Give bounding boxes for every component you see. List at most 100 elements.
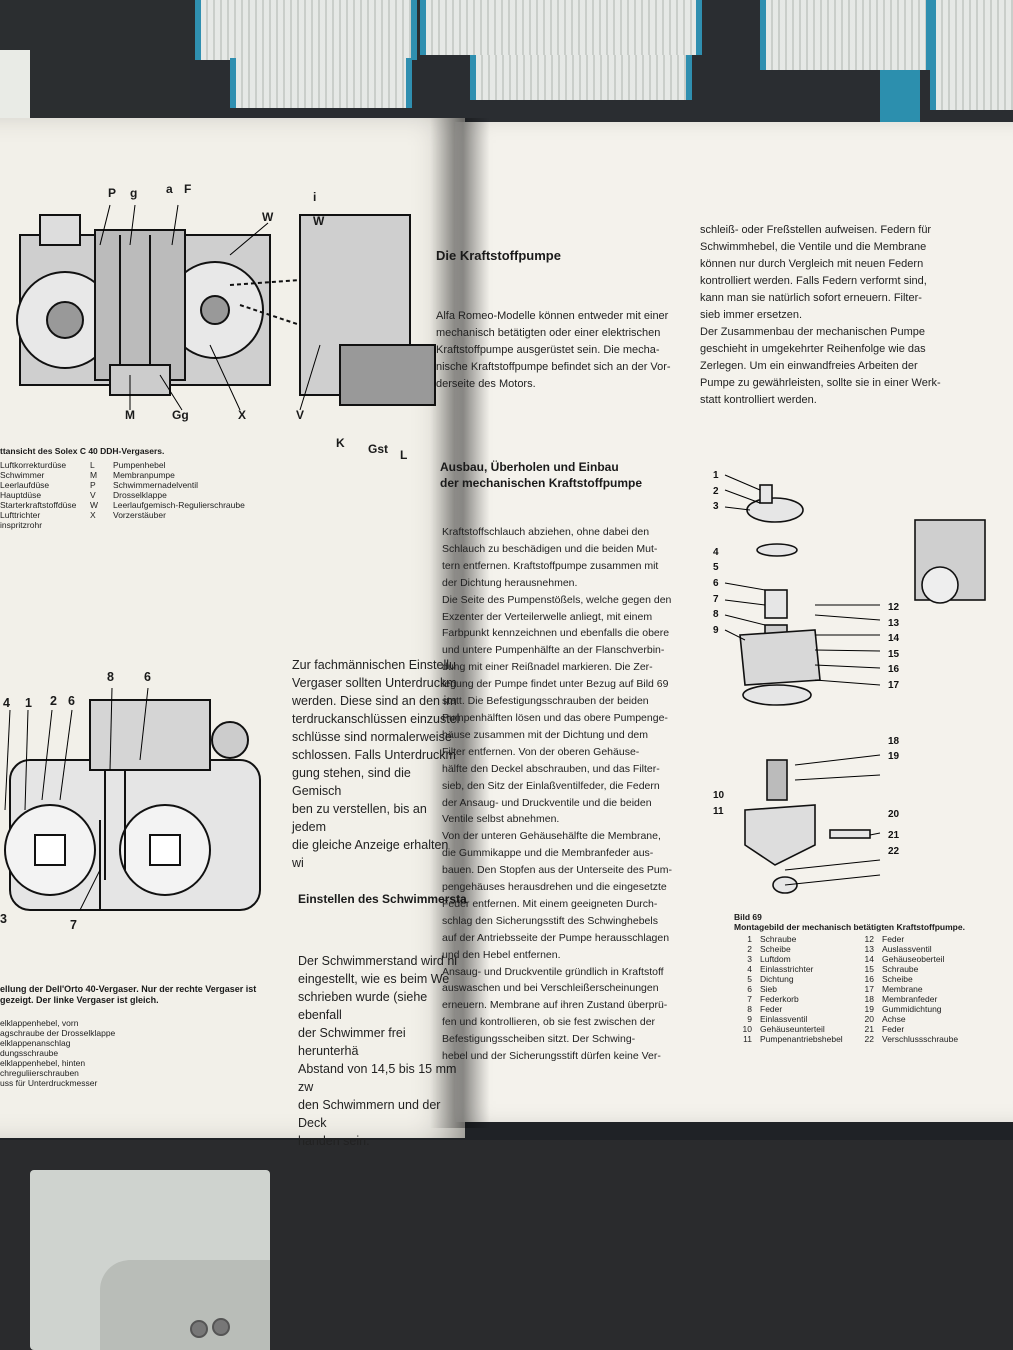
text-line: kann man sie natürlich sofort erneuern. …	[700, 292, 922, 304]
fig-label-v: V	[296, 408, 305, 422]
legend-text: Einlassventil	[760, 1014, 808, 1024]
right-page	[455, 122, 1013, 1122]
legend-text: Dichtung	[760, 974, 794, 984]
heading-ausbau-line1: Ausbau, Überholen und Einbau	[440, 460, 619, 474]
legend-code: V	[90, 490, 96, 500]
legend-text: Membranfeder	[882, 994, 938, 1004]
text-line: ben zu verstellen, bis an jedem	[292, 802, 427, 834]
text-line: Zur fachmännischen Einstellu	[292, 658, 456, 672]
left-body-text: Zur fachmännischen Einstellu Vergaser so…	[292, 656, 462, 872]
intro-text: Alfa Romeo-Modelle können entweder mit e…	[436, 308, 686, 393]
fig-label-7: 7	[70, 918, 77, 932]
legend-row: 18 Membranfeder	[856, 994, 1006, 1004]
legend-item: Schwimmernadelventil	[113, 480, 199, 490]
fig-label-8: 8	[107, 670, 114, 684]
text-line: Ventile selbst abnehmen.	[442, 813, 560, 826]
legend-item: Luftkorrekturdüse	[0, 460, 67, 470]
text-line: werden. Diese sind an den im	[292, 694, 457, 708]
fig-label-m: M	[125, 408, 135, 422]
float-heading: Einstellen des Schwimmersta	[298, 892, 467, 906]
legend-text: Feder	[882, 934, 905, 944]
fig-label-1: 1	[25, 696, 32, 710]
part-number: 21	[888, 830, 900, 842]
text-line: Befestigungsscheiben sitzt. Der Schwing-	[442, 1033, 636, 1046]
background-corner	[0, 0, 190, 140]
legend-text: Schraube	[760, 934, 797, 944]
legend-number: 8	[747, 1004, 752, 1014]
legend-number: 3	[747, 954, 752, 964]
text-line: Ansaug- und Druckventile gründlich in Kr…	[442, 965, 664, 978]
text-line: Exzenter der Verteilerwelle anliegt, mit…	[442, 610, 653, 623]
text-line: gung stehen, sind die Gemisch	[292, 766, 411, 798]
fig-label-p: P	[108, 186, 117, 200]
legend-text: Gehäuseunterteil	[760, 1024, 825, 1034]
legend-text: Achse	[882, 1014, 906, 1024]
text-line: schlossen. Falls Unterdruckm	[292, 748, 456, 762]
text-line: Pumpe zu gewährleisten, sollte sie in ei…	[700, 377, 941, 389]
legend-text: Scheibe	[760, 944, 791, 954]
part-number: 16	[888, 664, 900, 676]
legend-text: Auslassventil	[882, 944, 932, 954]
text-line: terdruckanschlüssen einzustel	[292, 712, 460, 726]
legend-code: M	[90, 470, 98, 480]
fig-top-legend-right: Pumpenhebel Membranpumpe Schwimmernadelv…	[113, 460, 293, 520]
text-line: mechanisch betätigten oder einer elektri…	[436, 327, 661, 339]
text-line: dung mit einer Reißnadel markieren. Die …	[442, 661, 653, 674]
legend-number: 9	[747, 1014, 752, 1024]
text-line: und untere Pumpenhälfte an der Flanschve…	[442, 644, 665, 657]
fig-label-l: L	[400, 448, 408, 462]
legend-text: Gehäuseoberteil	[882, 954, 945, 964]
legend-text: Einlasstrichter	[760, 964, 814, 974]
legend-number: 21	[864, 1024, 874, 1034]
part-number: 2	[713, 485, 719, 497]
text-line: schlüsse sind normalerweise	[292, 730, 452, 744]
text-line: können nur durch Vergleich mit neuen Fed…	[700, 258, 924, 270]
text-line: geschieht in umgekehrter Reihenfolge wie…	[700, 343, 926, 355]
text-line: den Schwimmern und der Deck	[298, 1098, 441, 1130]
part-number: 4	[713, 546, 719, 558]
legend-text: Scheibe	[882, 974, 913, 984]
legend-code: X	[90, 510, 96, 520]
legend-text: Verschlussschraube	[882, 1034, 959, 1044]
legend-text: Federkorb	[760, 994, 799, 1004]
fig-top-caption: ttansicht des Solex C 40 DDH-Vergasers.	[0, 446, 165, 456]
bolt-icon	[190, 1320, 208, 1338]
text-line: die Gummikappe und die Membranfeder aus-	[442, 847, 654, 860]
part-number: 6	[713, 577, 719, 589]
part-number: 22	[888, 845, 900, 857]
text-line: Zerlegen. Um ein einwandfreies Arbeiten …	[700, 360, 918, 372]
part-number: 13	[888, 617, 900, 629]
text-line: Pumpenhälften lösen und das obere Pumpen…	[442, 711, 668, 724]
heading-ausbau-line2: der mechanischen Kraftstoffpumpe	[440, 476, 643, 490]
text-line: nische Kraftstoffpumpe befindet sich an …	[436, 361, 671, 373]
legend-item: dungsschraube	[0, 1048, 59, 1058]
dellorto-carburetor-figure	[0, 670, 280, 940]
book-stack	[195, 0, 417, 60]
text-line: Abstand von 14,5 bis 15 mm zw	[298, 1062, 457, 1094]
text-line: statt. Die Befestigungsschrauben der bei…	[442, 695, 649, 708]
text-line: Kraftstoffschlauch abziehen, ohne dabei …	[442, 526, 650, 538]
legend-code: P	[90, 480, 96, 490]
text-line: handen sein.	[298, 1134, 370, 1148]
part-number: 9	[713, 624, 719, 636]
text-line: eingestellt, wie es beim We	[298, 972, 450, 986]
bolt-icon	[212, 1318, 230, 1336]
part-number: 1	[713, 470, 719, 481]
legend-number: 18	[864, 994, 874, 1004]
text-line: Filter entfernen. Von der oberen Gehäuse…	[442, 745, 640, 758]
book-stack	[420, 0, 702, 55]
text-line: sieb, den Sitz der Einlaßventilfeder, di…	[442, 779, 660, 792]
